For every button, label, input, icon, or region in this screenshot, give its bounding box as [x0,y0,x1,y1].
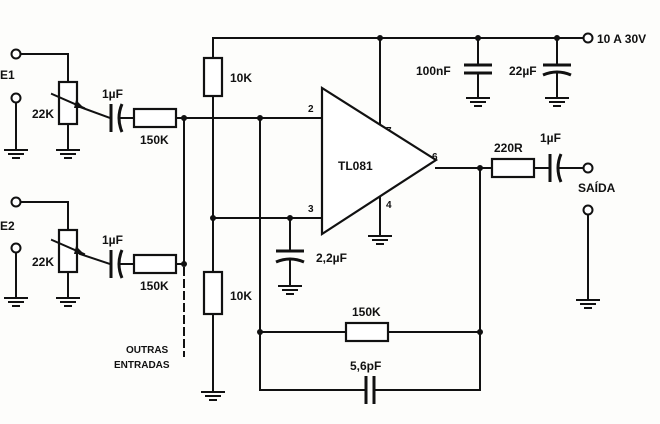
output-label: SAÍDA [578,180,616,195]
bias-res-bottom [202,270,224,316]
pin4-ground [368,197,392,245]
cap-in2-label: 1µF [102,233,123,247]
feedback-capacitor [364,376,376,404]
input2-terminal [10,196,22,208]
output-res-label: 220R [494,141,523,155]
input1-ground-terminal [10,92,22,104]
other-inputs-label-1: OUTRAS [126,345,169,356]
feedback-cap-label: 5,6pF [350,359,381,373]
bias-res-bottom-label: 10K [230,289,252,303]
input1-channel [4,48,185,159]
bias-res-top-label: 10K [230,71,252,85]
input1-label: E1 [0,68,15,82]
feedback-resistor [344,321,390,343]
input2-channel [4,196,185,307]
cap-in1-label: 1µF [102,87,123,101]
input2-potentiometer [57,228,79,274]
ground-symbol [201,391,225,401]
res-in2-label: 150K [140,279,169,293]
res-in1-label: 150K [140,133,169,147]
input1-resistor [132,107,178,129]
output-resistor [490,157,536,179]
supply-cap-22uf [542,37,572,107]
output-terminal [582,162,594,174]
ground-symbol [576,299,600,309]
supply-terminal [582,32,594,44]
junction-dot [477,329,483,335]
pin3-label: 3 [308,204,314,215]
pot2-label: 22K [32,255,54,269]
pot1-label: 22K [32,107,54,121]
supply-label: 10 A 30V [597,32,646,46]
input1-terminal [10,48,22,60]
bias-res-top [202,56,224,98]
bias-cap-label: 2,2µF [316,251,347,265]
feedback-res-label: 150K [352,305,381,319]
output-cap-label: 1µF [540,131,561,145]
pin2-label: 2 [308,104,314,115]
other-inputs-label-2: ENTRADAS [114,360,170,371]
supply-cap2-label: 22µF [509,64,537,78]
opamp-label: TL081 [338,159,373,173]
pin4-label: 4 [386,200,392,211]
supply-cap1-label: 100nF [416,64,451,78]
input2-label: E2 [0,219,15,233]
supply-cap-100nf [464,37,492,107]
bias-cap [275,217,305,295]
output-ground-terminal [582,204,594,216]
input2-resistor [132,253,178,275]
pin6-label: 6 [432,152,438,163]
input2-ground-terminal [10,242,22,254]
